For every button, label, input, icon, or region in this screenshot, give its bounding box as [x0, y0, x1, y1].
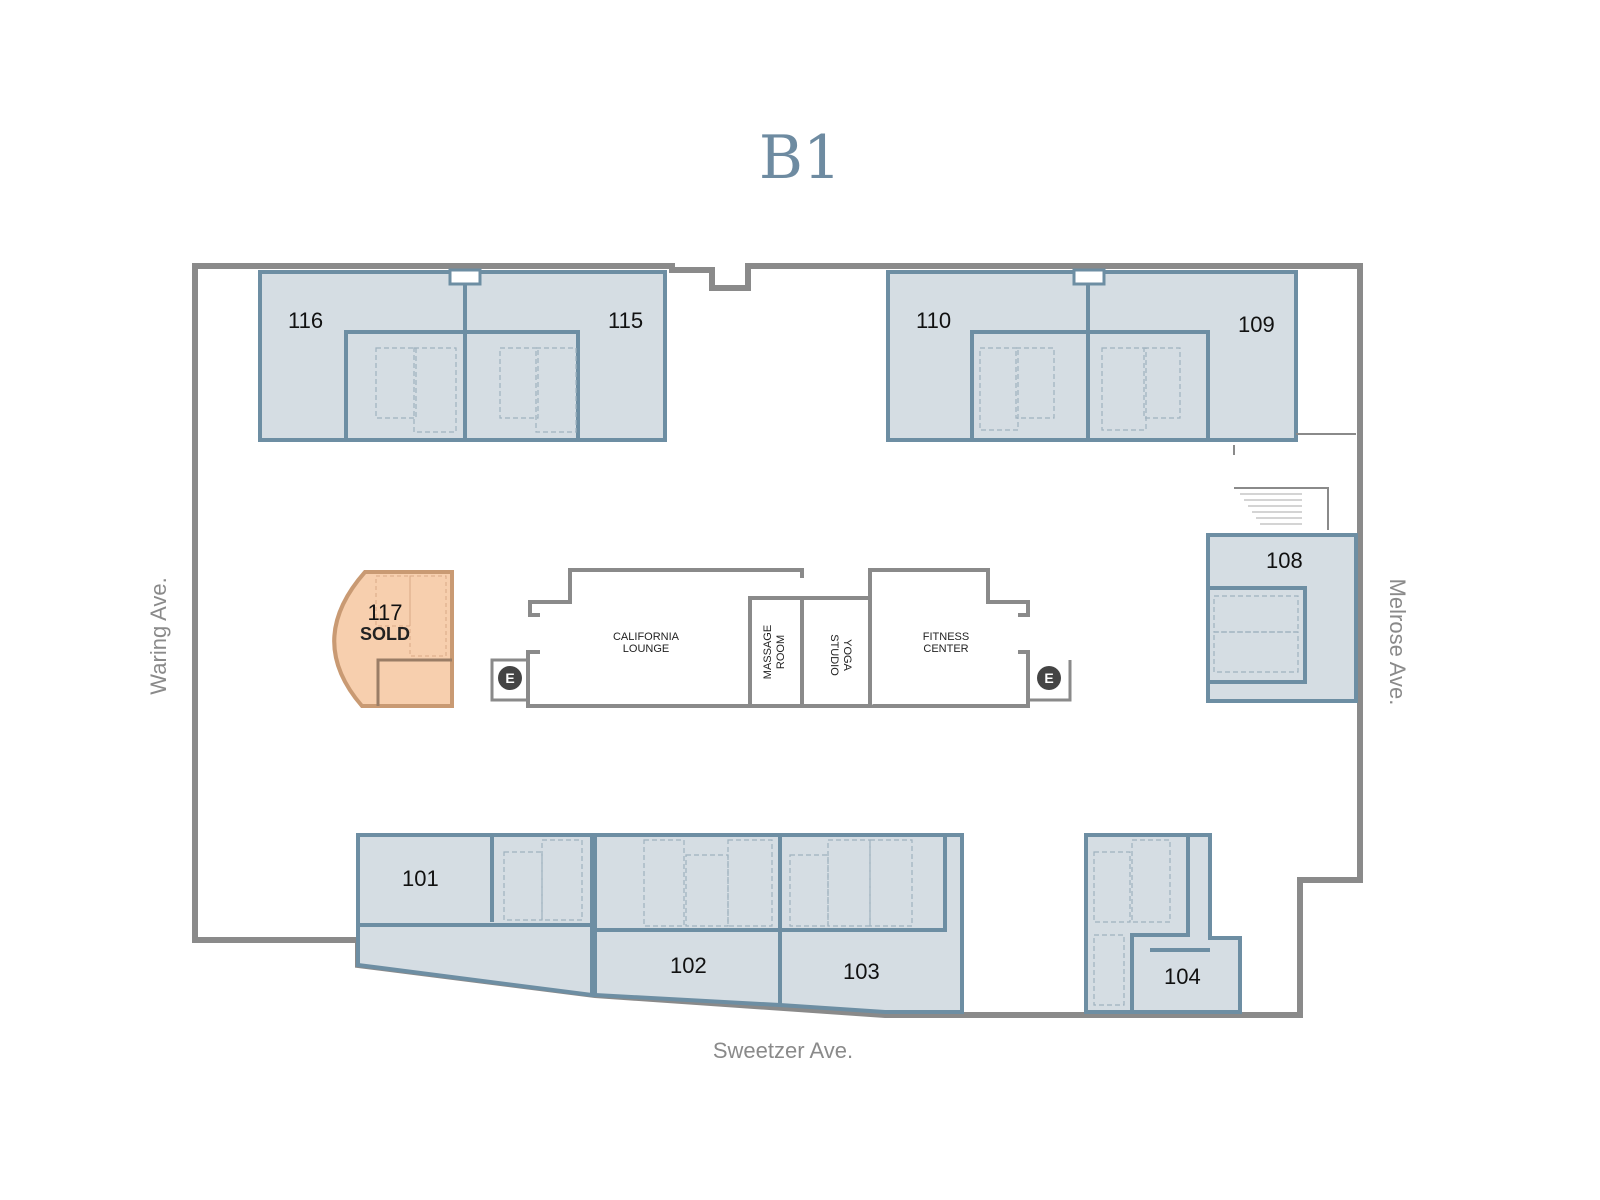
svg-text:E: E [505, 670, 514, 686]
elevator-west: E [490, 658, 528, 702]
unit-label: 110 [916, 308, 951, 333]
amenity-label: LOUNGE [623, 643, 669, 655]
unit-label: 117 [367, 600, 402, 625]
svg-text:E: E [1044, 670, 1053, 686]
shaft [448, 268, 482, 286]
amenity-label: CALIFORNIA [613, 631, 680, 643]
unit-109[interactable]: 109 [1086, 270, 1298, 442]
yoga-studio[interactable]: YOGA STUDIO [800, 596, 872, 708]
unit-103[interactable]: 103 [778, 833, 964, 1014]
massage-room[interactable]: MASSAGE ROOM [748, 596, 804, 708]
unit-label: 115 [608, 308, 643, 333]
amenity-label: FITNESS [923, 631, 969, 643]
sold-badge: SOLD [360, 624, 410, 644]
amenity-label: YOGA [841, 639, 853, 671]
unit-label: 109 [1238, 312, 1275, 337]
unit-117-sold[interactable]: 117 SOLD [332, 570, 454, 708]
unit-104[interactable]: 104 [1084, 833, 1242, 1014]
unit-label: 101 [402, 866, 439, 891]
unit-label: 103 [843, 959, 880, 984]
street-label-south: Sweetzer Ave. [713, 1038, 853, 1063]
unit-label: 104 [1164, 964, 1201, 989]
unit-110[interactable]: 110 [886, 270, 1090, 442]
stair-wall [1233, 433, 1356, 530]
stairs-icon [1240, 493, 1302, 525]
unit-108[interactable]: 108 [1206, 533, 1358, 703]
unit-label: 108 [1266, 548, 1303, 573]
unit-label: 116 [288, 308, 323, 333]
floor-title: B1 [759, 123, 841, 193]
amenity-label: CENTER [923, 643, 968, 655]
fitness-center[interactable]: FITNESS CENTER [868, 568, 1030, 706]
street-label-east: Melrose Ave. [1385, 579, 1410, 706]
unit-115[interactable]: 115 [463, 270, 667, 442]
street-label-west: Waring Ave. [146, 577, 171, 694]
unit-label: 102 [670, 953, 707, 978]
elevator-icon [1037, 666, 1061, 690]
elevator-east: E [1030, 660, 1072, 702]
unit-101[interactable]: 101 [356, 833, 594, 998]
amenity-label: ROOM [775, 635, 787, 669]
elevator-icon [498, 666, 522, 690]
amenity-label: MASSAGE [762, 625, 774, 679]
unit-102[interactable]: 102 [593, 833, 782, 1008]
amenity-label: STUDIO [828, 634, 840, 676]
shaft [1072, 268, 1106, 286]
unit-116[interactable]: 116 [258, 270, 467, 442]
